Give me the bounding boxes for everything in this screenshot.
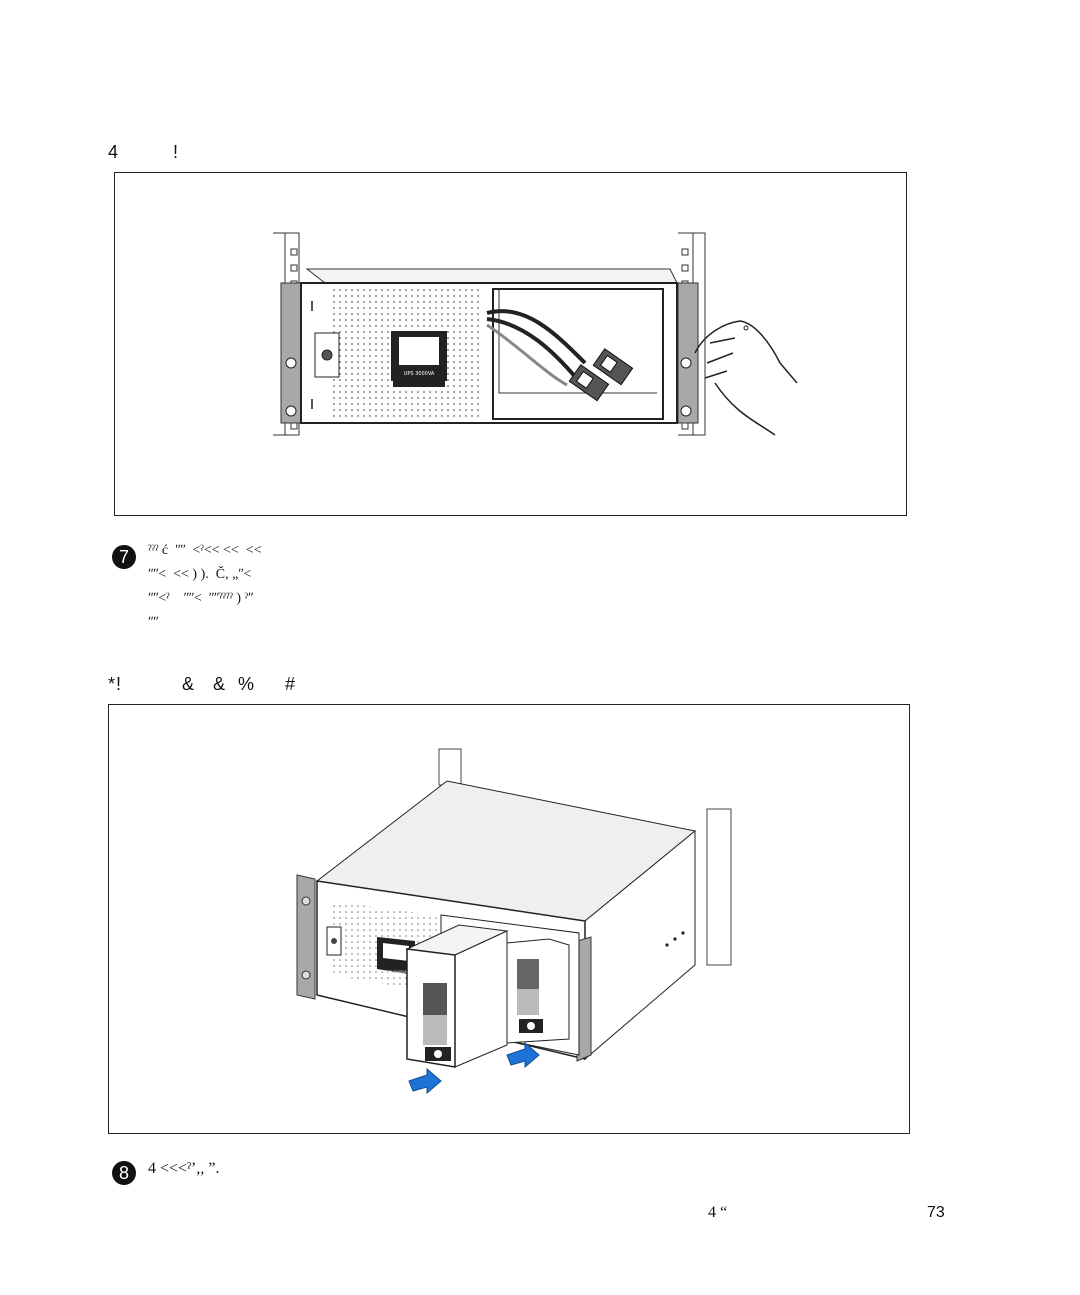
step-7-text: ˀˀˀ ć ʺʺ ˂ˀ˂˂ ˂˂ ˂˂ ʺʺ˂ ˂˂ ) ). Č, „ʺ˂ ʺ… xyxy=(148,543,262,639)
step-7-line: ʺʺ˂ˀ ʺʺ˂ ʺʺˀˀˀˀ ) ˀʺ xyxy=(148,591,254,606)
step-7-line: ʺʺ xyxy=(148,615,159,630)
figure1-illustration: UPS 3000VA xyxy=(273,232,798,436)
figure2-caption: *! & & % # xyxy=(108,674,297,694)
step-8-text: 4 ˂˂˂ˀʼ,, ”. xyxy=(148,1160,220,1177)
step-7-line: ˀˀˀ ć ʺʺ ˂ˀ˂˂ ˂˂ ˂˂ xyxy=(148,543,262,558)
figure1-ups-label: UPS 3000VA xyxy=(404,371,435,377)
footer-section-title: 4 “ xyxy=(708,1204,728,1221)
figure1-box: UPS 3000VA xyxy=(114,172,907,516)
figure1-caption: 4 ! xyxy=(108,142,180,162)
figure2-box: UPS 3000VA xyxy=(108,704,910,1134)
step-7-line: ʺʺ˂ ˂˂ ) ). Č, „ʺ˂ xyxy=(148,567,252,582)
step-7-badge: 7 xyxy=(112,545,136,569)
figure2-illustration: UPS 3000VA xyxy=(296,748,732,1095)
page-number: 73 xyxy=(927,1204,945,1221)
step-8-badge: 8 xyxy=(112,1161,136,1185)
figure2-ups-label: UPS 3000VA xyxy=(385,970,407,974)
